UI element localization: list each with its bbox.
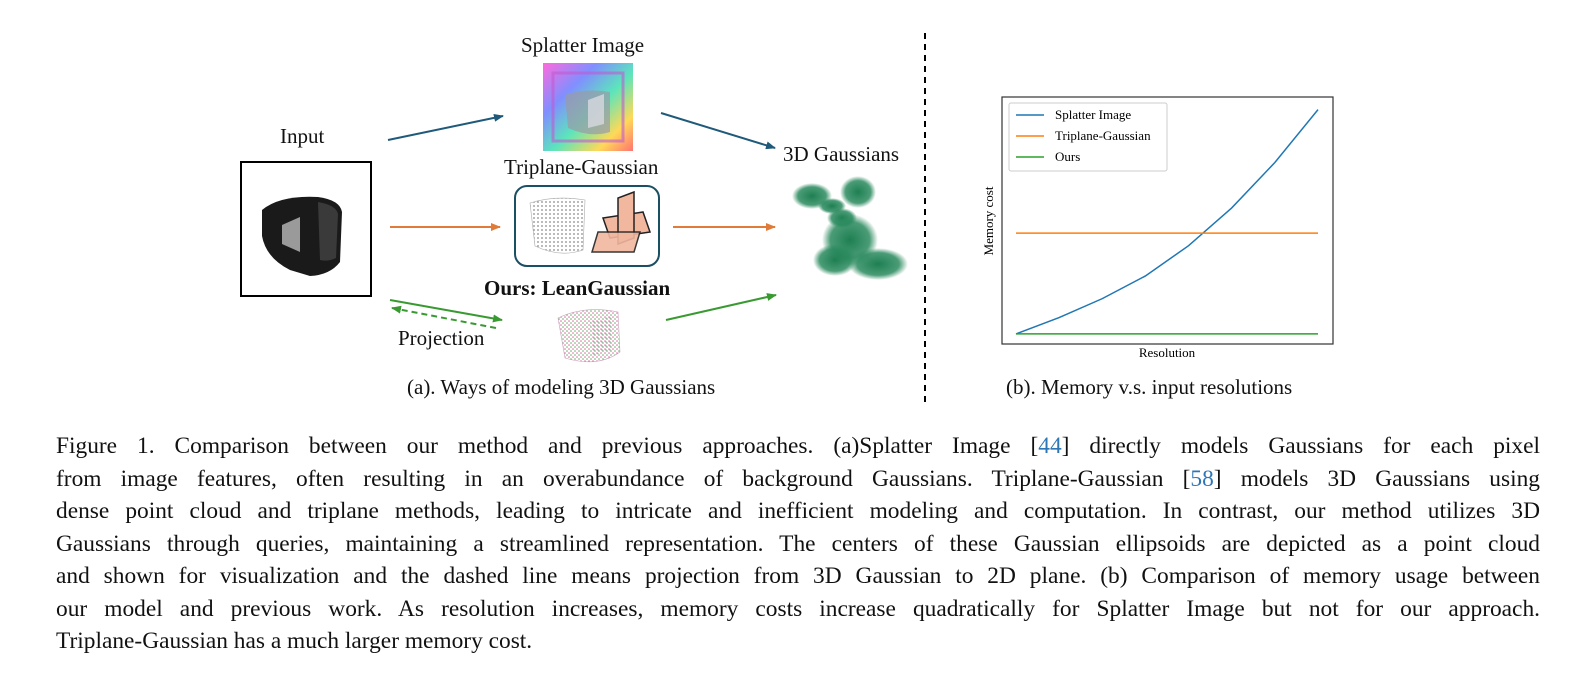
- legend-box: [1008, 102, 1168, 172]
- caption-text: ] directly models Gaussians for each pix…: [1061, 433, 1541, 459]
- memory-chart: Splatter Image Triplane-Gaussian Ours Re…: [981, 96, 1334, 360]
- caption-line-5: and shown for visualization and the dash…: [56, 563, 1540, 589]
- triplane-icon: [590, 190, 652, 253]
- caption-line-6: our model and previous work. As resoluti…: [56, 595, 1540, 622]
- caption-text: Figure 1. Comparison between our method …: [56, 433, 1039, 459]
- caption-line-4: Gaussians through queries, maintaining a…: [56, 530, 1540, 557]
- caption-line-7: Triplane-Gaussian has a much larger memo…: [56, 628, 533, 654]
- x-axis-label: Resolution: [1139, 345, 1196, 360]
- splatter-to-gaussians-arrow: [660, 112, 776, 150]
- input-label: Input: [280, 124, 325, 148]
- panel-a-sublabel: (a). Ways of modeling 3D Gaussians: [407, 375, 716, 399]
- figure-caption: Figure 1. Comparison between our method …: [56, 430, 1540, 658]
- series-line-splatter-image: [1015, 109, 1319, 335]
- chart-legend: Splatter Image Triplane-Gaussian Ours: [1008, 102, 1168, 172]
- citation-link[interactable]: 44: [1038, 433, 1062, 459]
- caption-line-3: dense point cloud and triplane methods, …: [56, 498, 1540, 524]
- projection-dashed-arrow: [391, 305, 497, 329]
- triplane-gaussian-label: Triplane-Gaussian: [504, 155, 659, 179]
- splatter-image-label: Splatter Image: [521, 33, 645, 57]
- legend-label-1: Triplane-Gaussian: [1055, 128, 1151, 143]
- 3d-gaussians-label: 3D Gaussians: [783, 142, 900, 166]
- ours-to-gaussians-arrow: [665, 293, 777, 321]
- projection-label: Projection: [398, 326, 485, 350]
- panel-b-sublabel: (b). Memory v.s. input resolutions: [1006, 375, 1293, 399]
- 3d-gaussians-visual: [792, 176, 908, 280]
- legend-label-2: Ours: [1055, 149, 1080, 164]
- ours-leangaussian-label: Ours: LeanGaussian: [484, 276, 671, 300]
- legend-label-0: Splatter Image: [1055, 107, 1131, 122]
- splatter-image-thumbnail: [543, 63, 633, 151]
- caption-text: from image features, often resulting in …: [56, 465, 1191, 492]
- citation-link[interactable]: 58: [1190, 465, 1214, 492]
- caption-line-1: Figure 1. Comparison between our method …: [56, 430, 1540, 463]
- figure-graphics: Splatter Image Triplane-Gaussian Ours Re…: [240, 33, 1334, 405]
- input-to-ours-arrow: [389, 299, 503, 323]
- caption-line-2: from image features, often resulting in …: [56, 463, 1540, 496]
- input-image: [240, 161, 372, 297]
- y-axis-label: Memory cost: [981, 186, 996, 255]
- triplane-gaussian-box: [514, 185, 660, 267]
- caption-text: ] models 3D Gaussians using: [1213, 465, 1540, 492]
- input-to-splatter-arrow: [387, 113, 504, 141]
- leangaussian-point-cloud: [557, 309, 621, 363]
